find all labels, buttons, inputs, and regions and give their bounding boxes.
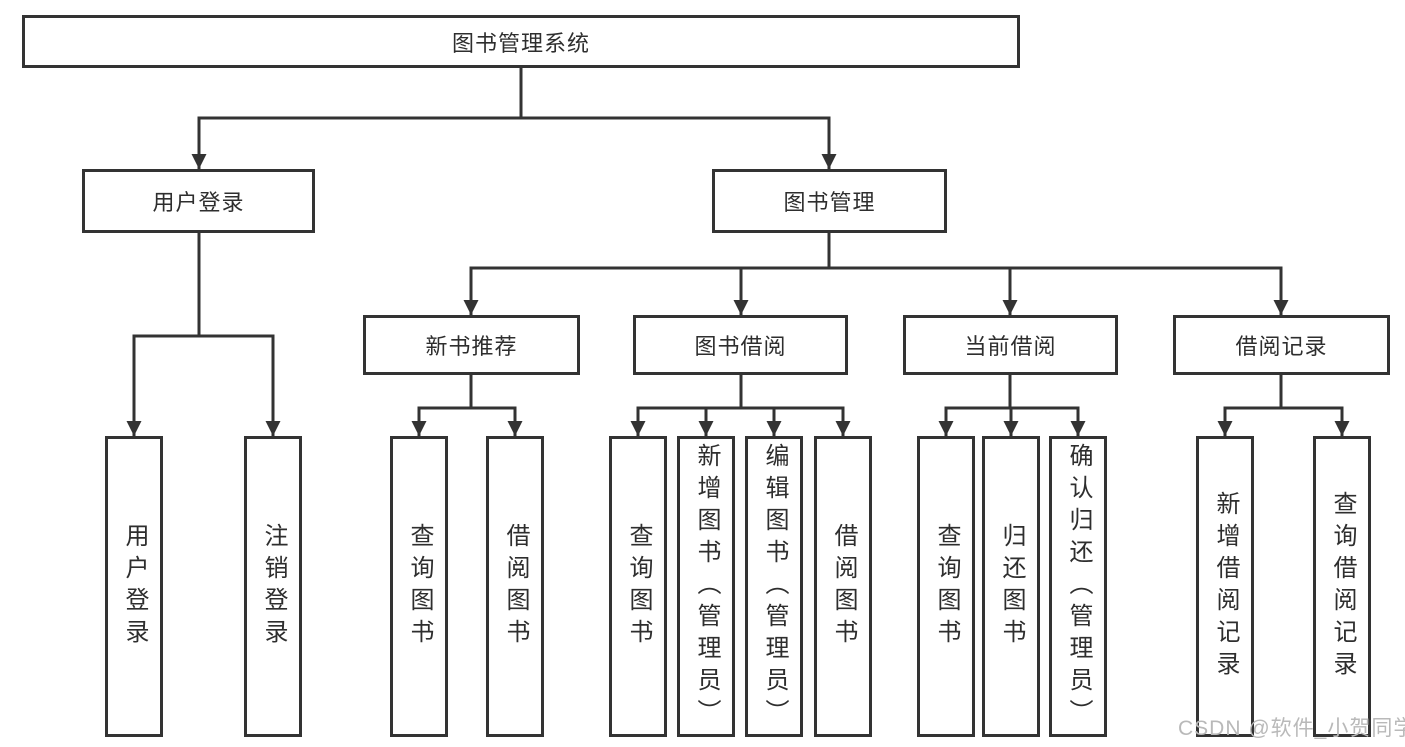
connector <box>463 233 831 315</box>
leaf-logout: 注销登录 <box>244 436 302 737</box>
connector <box>191 68 523 169</box>
connector <box>1008 375 1086 436</box>
leaf-user-login: 用户登录 <box>105 436 163 737</box>
connector <box>739 375 851 436</box>
node-label: 借阅图书 <box>830 522 857 651</box>
node-user-login: 用户登录 <box>82 169 315 233</box>
node-book-management: 图书管理 <box>712 169 947 233</box>
node-new-book-recommendation: 新书推荐 <box>363 315 580 375</box>
node-label: 确认归还（管理员） <box>1065 442 1092 731</box>
leaf-borrow-query-books: 查询图书 <box>609 436 667 737</box>
connector <box>827 233 1289 315</box>
connector <box>938 375 1012 436</box>
leaf-recommend-borrow-books: 借阅图书 <box>486 436 544 737</box>
leaf-records-add-record: 新增借阅记录 <box>1196 436 1254 737</box>
node-label: 新增借阅记录 <box>1212 490 1239 683</box>
node-label: 当前借阅 <box>964 334 1057 359</box>
leaf-borrow-add-books-admin: 新增图书（管理员） <box>677 436 735 737</box>
connector <box>630 375 743 436</box>
leaf-borrow-borrow-books: 借阅图书 <box>814 436 872 737</box>
connector <box>126 233 201 436</box>
leaf-current-return-books: 归还图书 <box>982 436 1040 737</box>
node-label: 查询图书 <box>933 522 960 651</box>
node-label: 查询图书 <box>625 522 652 651</box>
connector <box>519 68 837 169</box>
leaf-current-confirm-return-admin: 确认归还（管理员） <box>1049 436 1107 737</box>
connector <box>197 233 281 436</box>
connector <box>1279 375 1350 436</box>
node-label: 借阅记录 <box>1235 334 1328 359</box>
connector <box>698 375 743 436</box>
connector <box>733 233 831 315</box>
node-label: 归还图书 <box>998 522 1025 651</box>
node-root: 图书管理系统 <box>22 15 1020 68</box>
leaf-records-query-record: 查询借阅记录 <box>1313 436 1371 737</box>
node-label: 图书借阅 <box>694 334 787 359</box>
connector <box>827 233 1018 315</box>
connector <box>469 375 523 436</box>
node-label: 图书管理系统 <box>451 30 590 56</box>
node-label: 查询借阅记录 <box>1329 490 1356 683</box>
leaf-borrow-edit-books-admin: 编辑图书（管理员） <box>745 436 803 737</box>
csdn-watermark: CSDN @软件_小贺同学 <box>1178 717 1405 740</box>
connector <box>1217 375 1283 436</box>
node-label: 新增图书（管理员） <box>693 442 720 731</box>
node-borrowing-records: 借阅记录 <box>1173 315 1390 375</box>
connector <box>739 375 782 436</box>
node-label: 用户登录 <box>121 522 148 651</box>
node-label: 用户登录 <box>152 190 245 215</box>
leaf-recommend-query-books: 查询图书 <box>390 436 448 737</box>
node-label: 新书推荐 <box>425 334 518 359</box>
node-label: 编辑图书（管理员） <box>761 442 788 731</box>
connector <box>411 375 473 436</box>
node-current-borrowing: 当前借阅 <box>903 315 1118 375</box>
node-label: 图书管理 <box>783 190 876 215</box>
leaf-current-query-books: 查询图书 <box>917 436 975 737</box>
node-label: 借阅图书 <box>502 522 529 651</box>
node-book-borrowing: 图书借阅 <box>633 315 848 375</box>
node-label: 注销登录 <box>260 522 287 651</box>
node-label: 查询图书 <box>406 522 433 651</box>
